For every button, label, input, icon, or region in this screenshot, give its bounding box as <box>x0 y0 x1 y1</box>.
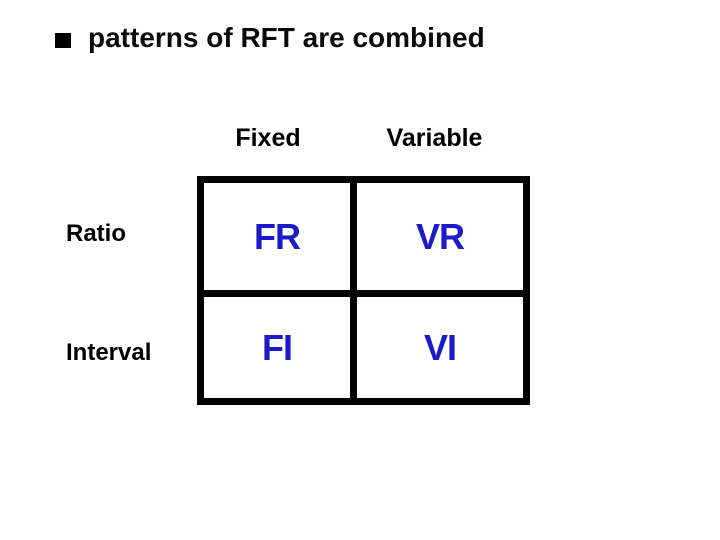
row-label-interval: Interval <box>66 339 152 366</box>
schedule-matrix-table: FR VR FI VI <box>197 176 530 405</box>
column-header-fixed: Fixed <box>235 124 301 152</box>
square-bullet-icon <box>55 33 71 48</box>
matrix-cell-fixed-interval: FI <box>204 297 350 398</box>
matrix-cell-variable-ratio: VR <box>357 183 523 290</box>
matrix-cell-fixed-ratio: FR <box>204 183 350 290</box>
row-label-ratio: Ratio <box>66 220 126 247</box>
title-block: patterns of RFT are combined <box>55 22 485 54</box>
column-header-variable: Variable <box>386 124 483 152</box>
matrix-cell-variable-interval: VI <box>357 297 523 398</box>
slide-title: patterns of RFT are combined <box>88 22 485 53</box>
